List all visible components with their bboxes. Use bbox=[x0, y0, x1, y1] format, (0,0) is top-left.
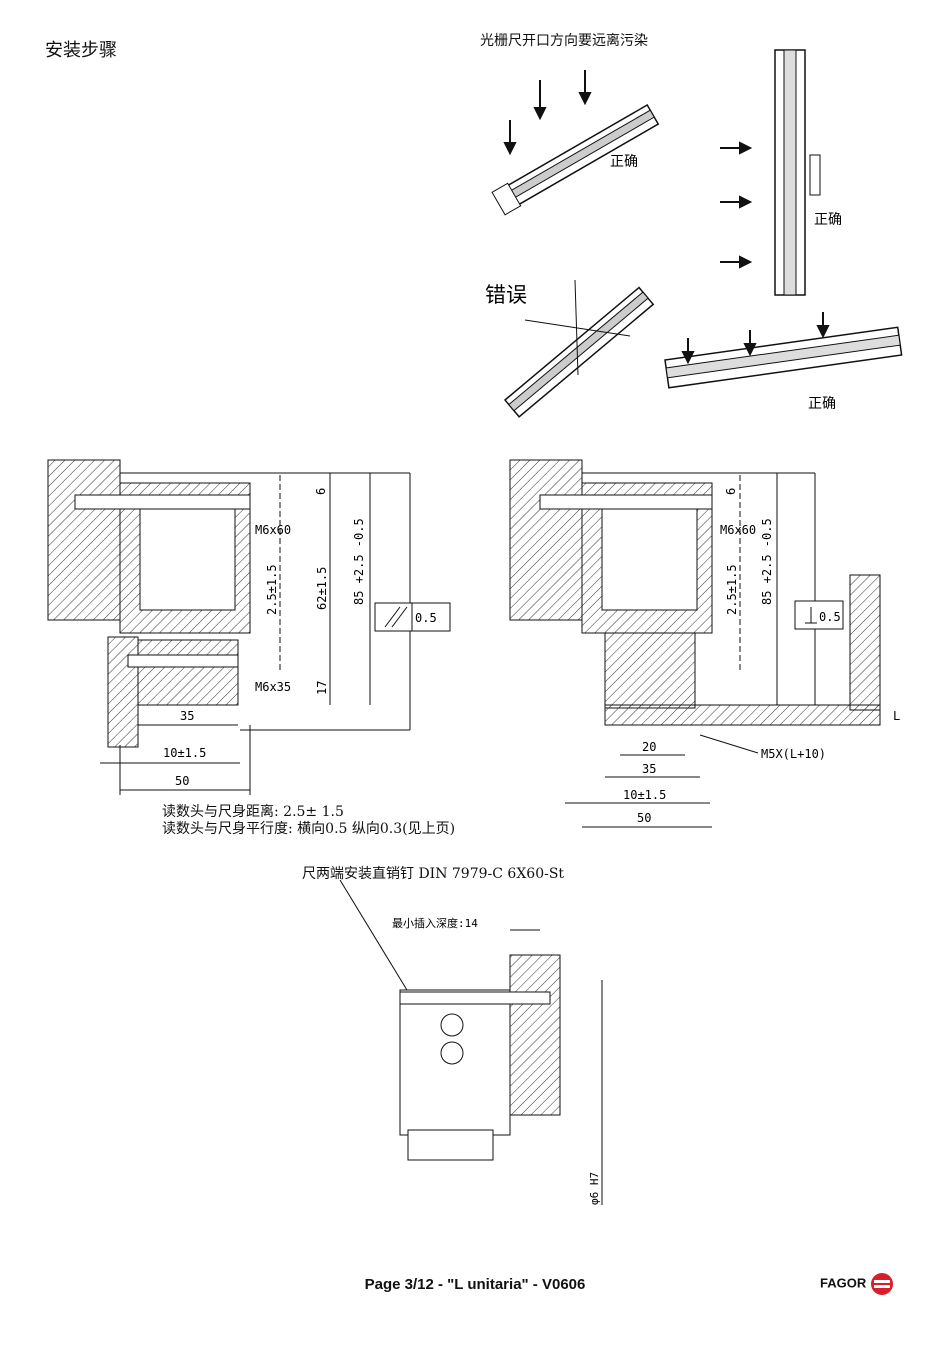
scale-correct-1 bbox=[491, 103, 660, 216]
note-distance: 读数头与尺身距离: 2.5± 1.5 bbox=[162, 804, 344, 820]
page-title: 安装步骤 bbox=[45, 40, 117, 61]
orientation-illustrations: 正确 正确 错误 正确 bbox=[485, 49, 903, 418]
left-mounting-drawing: 0.5 M6x60 M6x35 6 62±1.5 85 +2.5 -0.5 2.… bbox=[47, 459, 451, 795]
mounting-notes: 读数头与尺身距离: 2.5± 1.5 读数头与尺身平行度: 横向0.5 纵向0.… bbox=[162, 804, 455, 838]
right-dim-85: 85 +2.5 -0.5 bbox=[760, 518, 774, 605]
parallel-tolerance: 0.5 bbox=[415, 611, 437, 625]
scale-correct-2 bbox=[774, 49, 821, 296]
label-wrong: 错误 bbox=[485, 283, 527, 307]
label-correct-2: 正确 bbox=[814, 212, 842, 228]
pin-diameter: φ6 H7 bbox=[588, 1172, 601, 1205]
pin-note: 尺两端安装直销钉 DIN 7979-C 6X60-St bbox=[302, 866, 565, 882]
right-dim-6: 6 bbox=[724, 488, 738, 495]
right-dim-2-5: 2.5±1.5 bbox=[725, 564, 739, 615]
right-dim-50: 50 bbox=[637, 811, 651, 825]
left-dim-35: 35 bbox=[180, 709, 194, 723]
left-dim-50: 50 bbox=[175, 774, 189, 788]
left-dim-10: 10±1.5 bbox=[163, 746, 206, 760]
left-dim-6: 6 bbox=[314, 488, 328, 495]
scale-wrong bbox=[503, 286, 655, 418]
right-mounting-drawing: 0.5 M6x60 M5X(L+10) 6 2.5±1.5 85 +2.5 -0… bbox=[509, 459, 900, 828]
right-screw-bottom: M5X(L+10) bbox=[761, 747, 826, 761]
perp-tolerance: 0.5 bbox=[819, 610, 841, 624]
right-dim-10: 10±1.5 bbox=[623, 788, 666, 802]
right-dim-L: L bbox=[893, 709, 900, 723]
note-parallelism: 读数头与尺身平行度: 横向0.5 纵向0.3(见上页) bbox=[162, 821, 456, 837]
right-dim-20: 20 bbox=[642, 740, 656, 754]
scale-correct-3 bbox=[664, 326, 903, 389]
label-correct-1: 正确 bbox=[610, 154, 638, 170]
fagor-logo-icon bbox=[870, 1273, 893, 1295]
right-screw-top: M6x60 bbox=[720, 523, 756, 537]
left-screw-top: M6x60 bbox=[255, 523, 291, 537]
pin-drawing: 最小插入深度:14 φ6 H7 bbox=[339, 880, 603, 1205]
left-dim-17: 17 bbox=[315, 681, 329, 695]
page-footer: Page 3/12 - "L unitaria" - V0606 bbox=[364, 1276, 586, 1293]
left-dim-62: 62±1.5 bbox=[315, 567, 329, 610]
pin-depth: 最小插入深度:14 bbox=[392, 916, 478, 930]
fagor-logo: FAGOR bbox=[820, 1272, 894, 1296]
contamination-note: 光栅尺开口方向要远离污染 bbox=[480, 33, 648, 49]
left-dim-85: 85 +2.5 -0.5 bbox=[352, 518, 366, 605]
left-dim-2-5: 2.5±1.5 bbox=[265, 564, 279, 615]
left-screw-bottom: M6x35 bbox=[255, 680, 291, 694]
right-dim-35: 35 bbox=[642, 762, 656, 776]
label-correct-3: 正确 bbox=[808, 396, 836, 412]
fagor-logo-text: FAGOR bbox=[820, 1275, 867, 1291]
